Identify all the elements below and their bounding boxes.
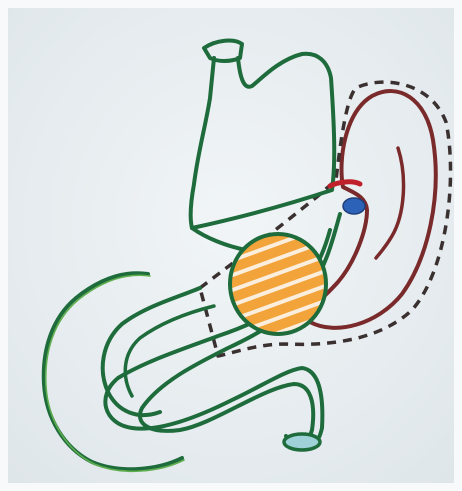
- duodenal-stump: [284, 434, 320, 450]
- orange-striped-mass: [230, 234, 326, 334]
- blue-marker: [343, 198, 365, 214]
